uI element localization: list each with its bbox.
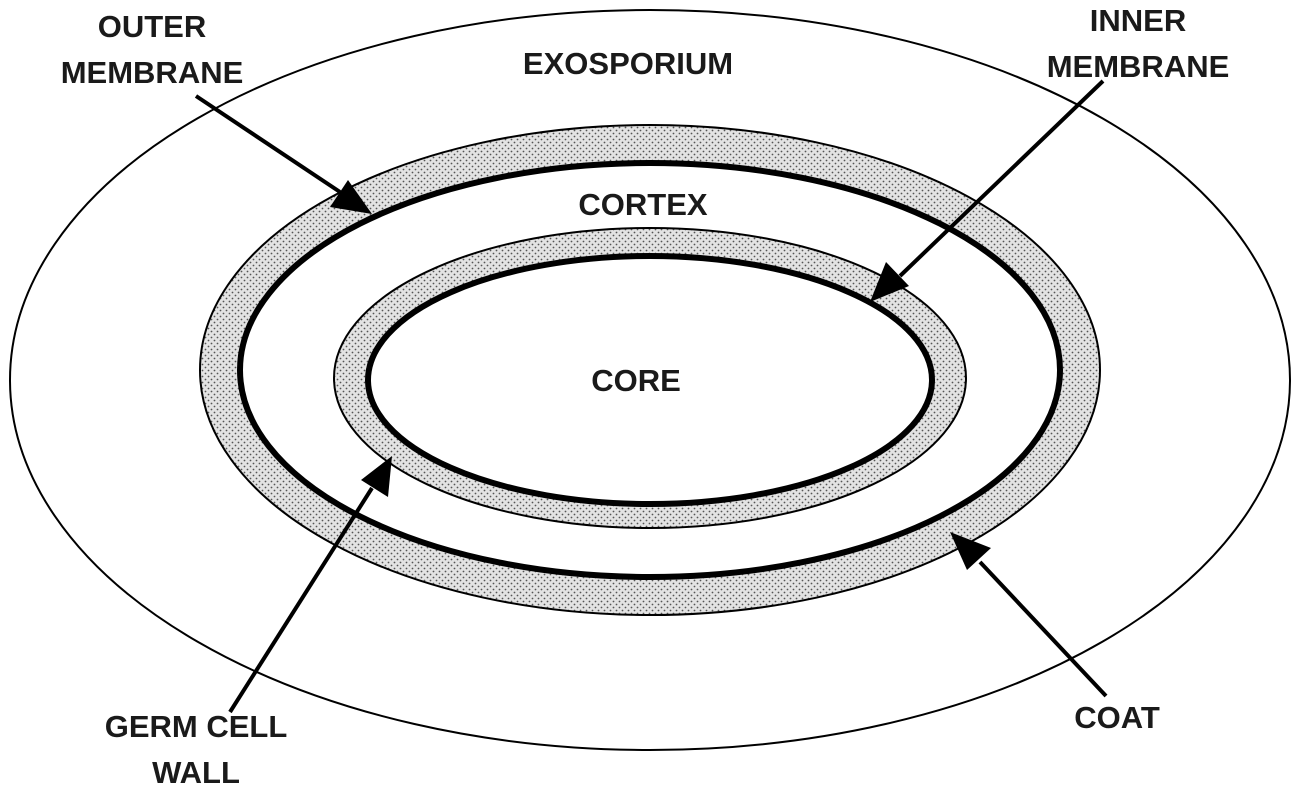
inner-membrane-label-line2: MEMBRANE <box>1047 49 1230 84</box>
core-label: CORE <box>591 363 681 398</box>
exosporium-label: EXOSPORIUM <box>523 46 733 81</box>
core-layer <box>365 253 935 507</box>
inner-membrane-arrow <box>870 79 1105 302</box>
cortex-label: CORTEX <box>578 187 708 222</box>
outer-membrane-label: OUTER <box>98 9 207 44</box>
inner-membrane-label: INNER <box>1090 3 1186 38</box>
germ-cell-wall-label: GERM CELL <box>105 709 288 744</box>
outer-membrane-arrow <box>194 94 372 214</box>
coat-label: COAT <box>1074 700 1160 735</box>
outer-membrane-label-line2: MEMBRANE <box>61 55 244 90</box>
germ-cell-wall-label-line2: WALL <box>152 755 240 790</box>
germ-cell-wall-arrow <box>228 456 392 714</box>
coat-arrow <box>950 532 1108 698</box>
